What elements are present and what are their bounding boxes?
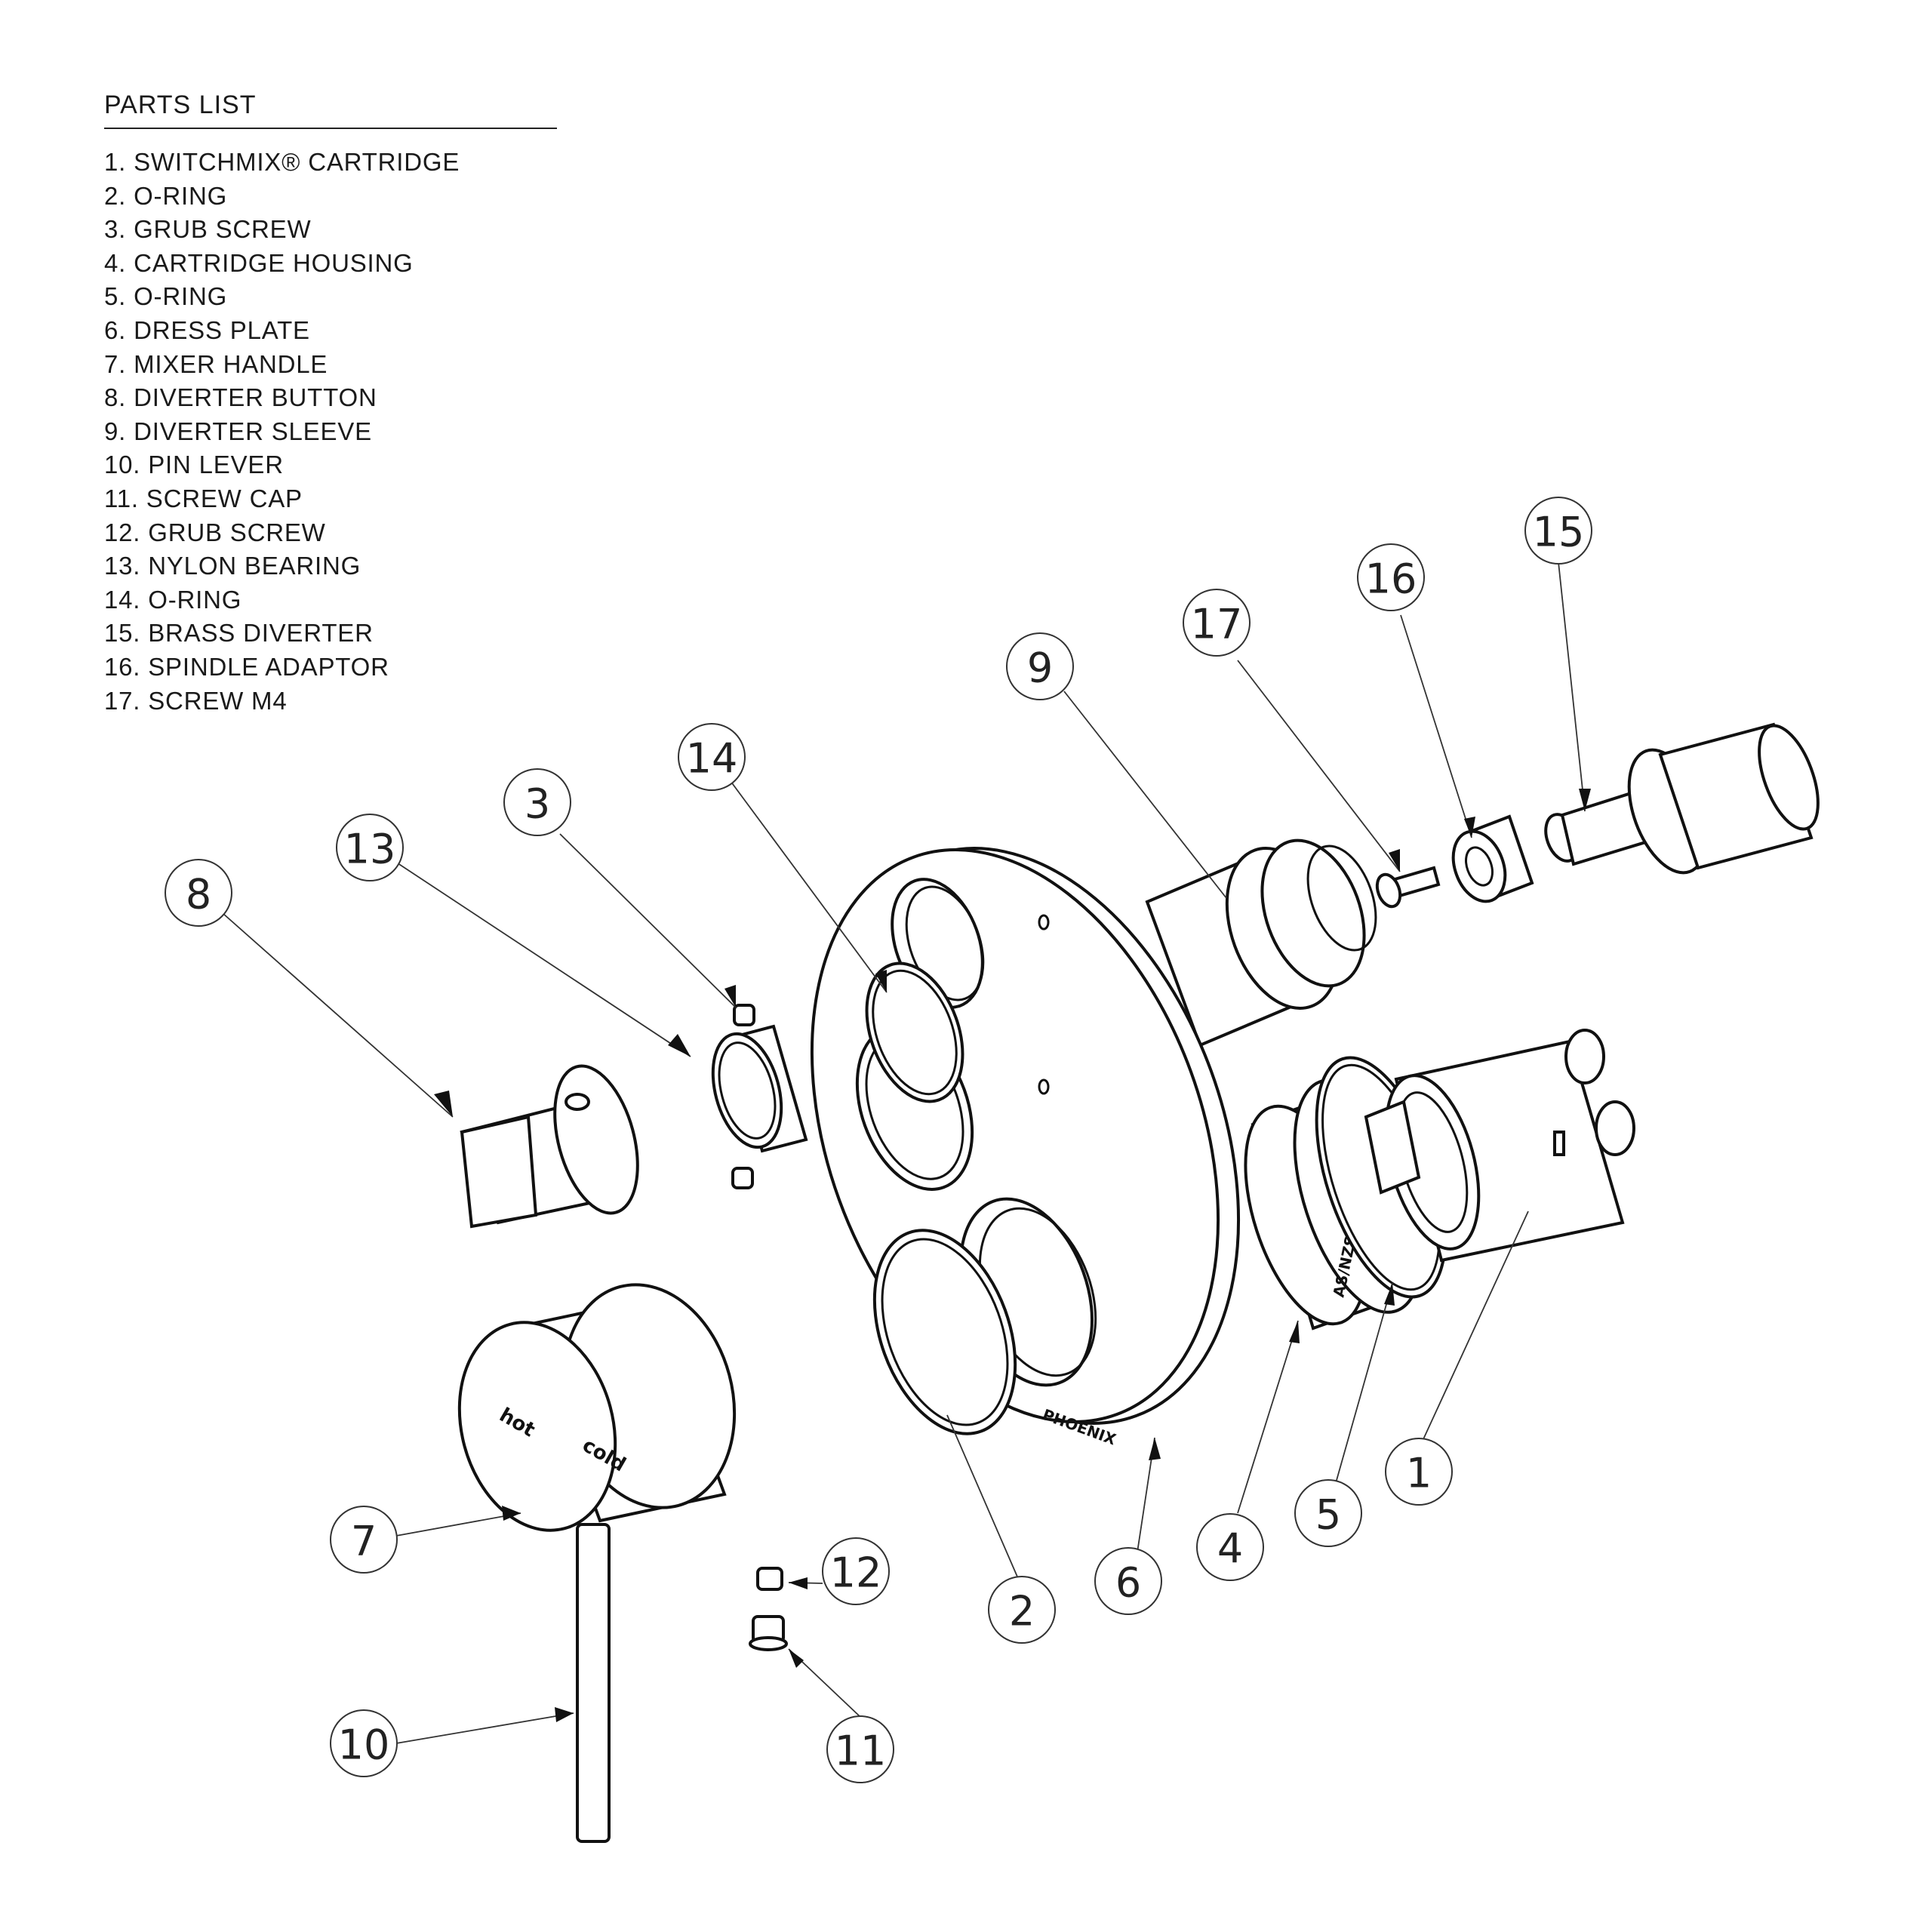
part-grub-screw-small <box>756 1567 783 1591</box>
callout-3-number: 3 <box>525 780 550 828</box>
parts-list-item: 11. SCREW CAP <box>104 484 303 512</box>
parts-list-item: 8. DIVERTER BUTTON <box>104 383 377 412</box>
parts-list-item: 13. NYLON BEARING <box>104 552 361 580</box>
callout-14-number: 14 <box>686 735 738 783</box>
callout-17-number: 17 <box>1191 601 1243 648</box>
part-nylon-bearing <box>711 1024 808 1153</box>
parts-list-item: 5. O-RING <box>104 282 228 311</box>
callout-6: 6 <box>1094 1547 1162 1615</box>
part-o-ring-large <box>872 1229 1017 1435</box>
parts-list-title: PARTS LIST <box>104 91 557 129</box>
callout-7-number: 7 <box>351 1518 377 1565</box>
parts-list-item: 17. SCREW M4 <box>104 686 288 715</box>
parts-list-item: 7. MIXER HANDLE <box>104 349 328 378</box>
part-spindle-adaptor <box>1451 814 1534 903</box>
callout-16-number: 16 <box>1365 555 1417 603</box>
parts-list-item: 14. O-RING <box>104 585 242 614</box>
callout-12-number: 12 <box>830 1549 882 1597</box>
parts-list-item: 15. BRASS DIVERTER <box>104 619 374 648</box>
callout-7: 7 <box>330 1506 398 1574</box>
parts-list-panel: PARTS LIST 1. SWITCHMIX® CARTRIDGE 2. O-… <box>104 91 557 718</box>
callout-3: 3 <box>503 768 571 836</box>
part-grub-screw-bottom <box>731 1167 754 1189</box>
callout-14: 14 <box>678 723 746 791</box>
callout-12: 12 <box>822 1537 890 1605</box>
callout-6-number: 6 <box>1115 1559 1141 1607</box>
part-switchmix-cartridge <box>1364 1029 1635 1263</box>
callout-13-number: 13 <box>344 826 396 873</box>
part-mixer-handle: hot cold <box>457 1283 737 1532</box>
part-brass-diverter <box>1544 722 1820 875</box>
callout-4-number: 4 <box>1217 1525 1243 1573</box>
parts-list-item: 16. SPINDLE ADAPTOR <box>104 652 389 681</box>
parts-list: 1. SWITCHMIX® CARTRIDGE 2. O-RING 3. GRU… <box>104 146 557 718</box>
callout-8: 8 <box>165 859 232 927</box>
callout-10: 10 <box>330 1709 398 1777</box>
parts-list-item: 1. SWITCHMIX® CARTRIDGE <box>104 148 460 176</box>
parts-list-item: 2. O-RING <box>104 181 228 210</box>
parts-list-item: 3. GRUB SCREW <box>104 215 312 244</box>
callout-1: 1 <box>1385 1438 1453 1506</box>
callout-15: 15 <box>1524 497 1592 565</box>
part-pin-lever <box>576 1523 611 1843</box>
callout-15-number: 15 <box>1533 509 1585 556</box>
part-diverter-sleeve <box>1145 838 1377 1048</box>
parts-list-item: 12. GRUB SCREW <box>104 518 326 546</box>
callout-2: 2 <box>988 1576 1056 1644</box>
parts-list-item: 6. DRESS PLATE <box>104 315 310 344</box>
callout-17: 17 <box>1183 589 1251 657</box>
callout-1-number: 1 <box>1406 1450 1432 1497</box>
parts-list-item: 10. PIN LEVER <box>104 451 284 479</box>
callout-2-number: 2 <box>1009 1588 1035 1635</box>
parts-list-item: 9. DIVERTER SLEEVE <box>104 417 372 445</box>
part-screw-cap <box>749 1615 788 1651</box>
callout-10-number: 10 <box>338 1721 390 1769</box>
callout-8-number: 8 <box>186 871 211 918</box>
callout-5: 5 <box>1294 1479 1362 1547</box>
callout-11-number: 11 <box>835 1727 887 1775</box>
parts-list-item: 4. CARTRIDGE HOUSING <box>104 248 414 277</box>
part-grub-screw-top <box>733 1004 755 1026</box>
part-o-ring-small <box>865 961 964 1103</box>
callout-13: 13 <box>336 814 404 881</box>
callout-4: 4 <box>1196 1513 1264 1581</box>
callout-11: 11 <box>826 1715 894 1783</box>
callout-9: 9 <box>1006 632 1074 700</box>
leader-lines <box>222 561 1586 1744</box>
part-diverter-button <box>460 1064 639 1229</box>
callout-9-number: 9 <box>1027 645 1053 692</box>
callout-5-number: 5 <box>1315 1491 1341 1539</box>
callout-16: 16 <box>1357 543 1425 611</box>
part-screw-m4 <box>1375 866 1441 909</box>
arrowheads <box>434 789 1591 1722</box>
